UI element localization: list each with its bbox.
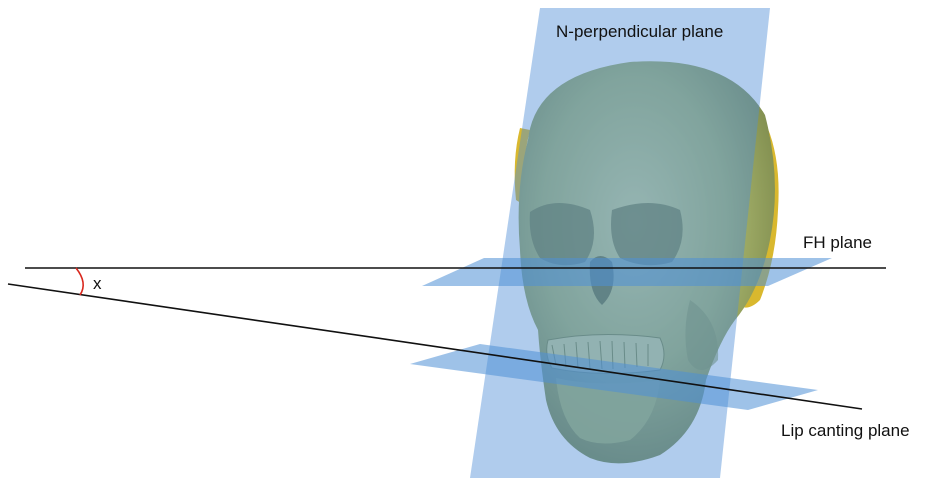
lip-canting-plane-label: Lip canting plane	[781, 421, 910, 441]
angle-label: x	[93, 274, 102, 294]
fh-plane	[422, 258, 832, 286]
angle-arc	[76, 268, 83, 295]
n-perpendicular-plane-label: N-perpendicular plane	[556, 22, 723, 42]
n-perpendicular-plane	[470, 8, 770, 478]
fh-plane-label: FH plane	[803, 233, 872, 253]
